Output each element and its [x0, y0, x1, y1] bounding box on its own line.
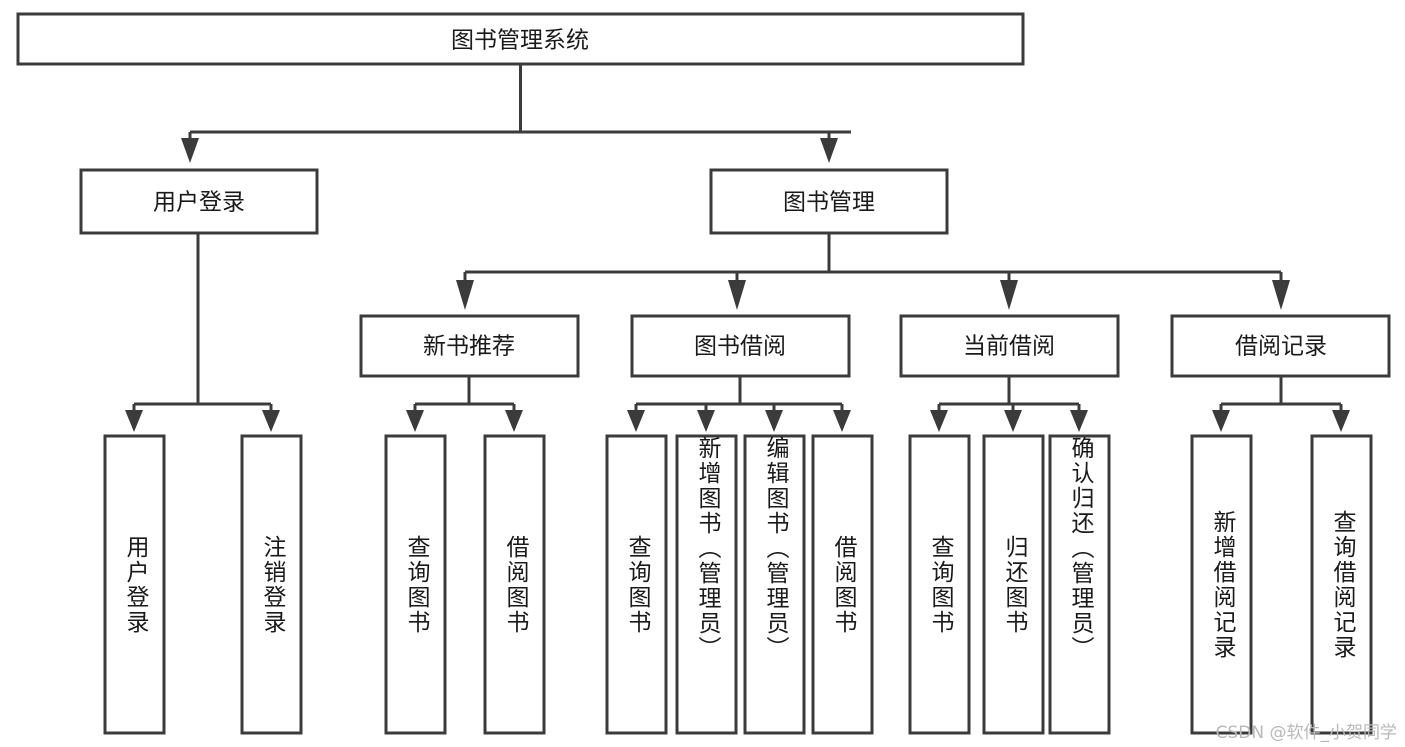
node-current-borrow[interactable]: 当前借阅	[899, 314, 1120, 378]
leaf-box-confirm-return[interactable]	[1048, 434, 1111, 735]
node-user-login-box	[79, 168, 319, 235]
leaf-box-query-book-3[interactable]	[908, 434, 971, 735]
leaf-box-edit-book[interactable]	[743, 434, 806, 735]
connector-newbook-to-leaves	[406, 376, 523, 432]
node-root-label: 图书管理系统	[451, 28, 589, 54]
node-borrow-record-box	[1170, 314, 1391, 378]
connector-root-to-level2	[181, 64, 851, 163]
node-current-borrow-box	[899, 314, 1120, 378]
leaf-box-borrow-book-1[interactable]	[483, 434, 546, 735]
leaf-box-query-book-1[interactable]	[384, 434, 447, 735]
leaf-box-return-book[interactable]	[982, 434, 1045, 735]
node-book-manage-label: 图书管理	[783, 190, 875, 216]
node-user-login-label: 用户登录	[153, 190, 245, 216]
leaf-boxes	[103, 434, 1373, 735]
connector-bookborrow-to-leaves	[627, 376, 851, 432]
node-book-manage[interactable]: 图书管理	[709, 168, 949, 235]
leaf-box-add-record[interactable]	[1190, 434, 1253, 735]
node-user-login[interactable]: 用户登录	[79, 168, 319, 235]
connector-bookmanage-to-level3	[456, 233, 1290, 310]
leaf-box-logout[interactable]	[240, 434, 303, 735]
watermark-text: CSDN @软件_小贺同学	[1215, 723, 1397, 743]
node-new-book-recommend-box	[359, 314, 580, 378]
connector-userlogin-to-leaves	[125, 233, 280, 432]
node-root[interactable]: 图书管理系统	[16, 12, 1025, 66]
connector-currentborrow-to-leaves	[930, 376, 1088, 432]
leaf-box-borrow-book-2[interactable]	[811, 434, 874, 735]
leaf-box-query-book-2[interactable]	[605, 434, 668, 735]
leaf-box-user-login[interactable]	[103, 434, 166, 735]
node-current-borrow-label: 当前借阅	[963, 334, 1055, 360]
leaf-box-add-book[interactable]	[675, 434, 738, 735]
node-borrow-record-label: 借阅记录	[1235, 334, 1327, 360]
node-book-manage-box	[709, 168, 949, 235]
node-root-box	[16, 12, 1025, 66]
node-new-book-recommend[interactable]: 新书推荐	[359, 314, 580, 378]
node-book-borrow-label: 图书借阅	[694, 334, 786, 360]
connector-borrowrecord-to-leaves	[1212, 376, 1350, 432]
node-book-borrow[interactable]: 图书借阅	[630, 314, 851, 378]
node-book-borrow-box	[630, 314, 851, 378]
leaf-box-query-record[interactable]	[1310, 434, 1373, 735]
node-new-book-recommend-label: 新书推荐	[423, 334, 515, 360]
node-borrow-record[interactable]: 借阅记录	[1170, 314, 1391, 378]
